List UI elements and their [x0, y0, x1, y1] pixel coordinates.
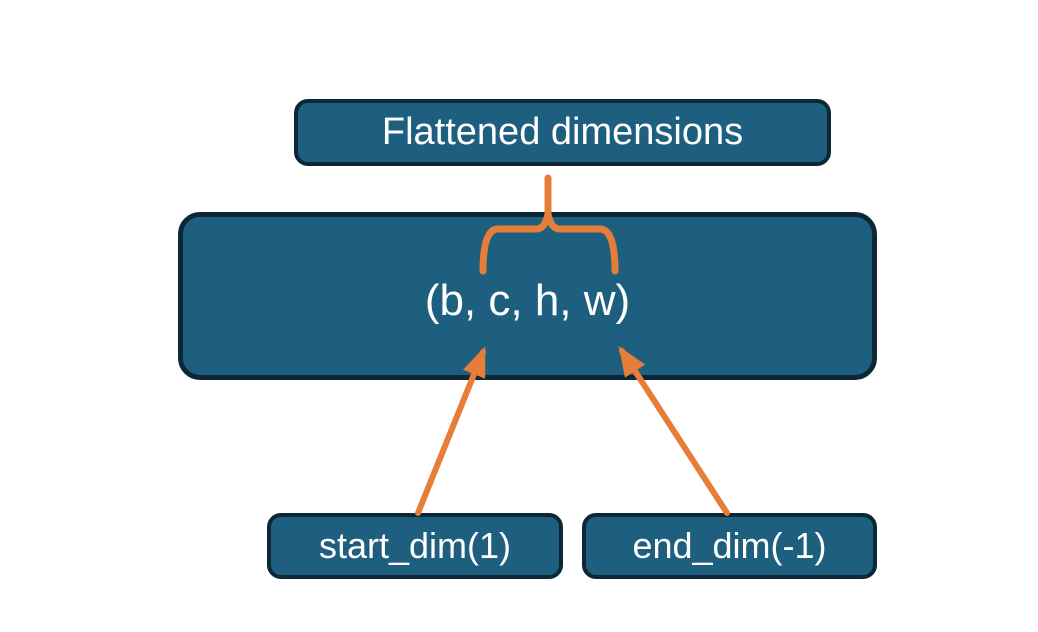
start-dim-box: start_dim(1) [267, 513, 563, 579]
tensor-shape-label: (b, c, h, w) [424, 276, 631, 325]
flattened-dimensions-box: Flattened dimensions [294, 99, 831, 166]
end-dim-label: end_dim(-1) [632, 525, 827, 566]
tensor-shape-box: (b, c, h, w) [178, 212, 877, 380]
end-dim-box: end_dim(-1) [582, 513, 877, 579]
start-dim-label: start_dim(1) [318, 525, 512, 566]
flattened-dimensions-label: Flattened dimensions [381, 111, 744, 153]
